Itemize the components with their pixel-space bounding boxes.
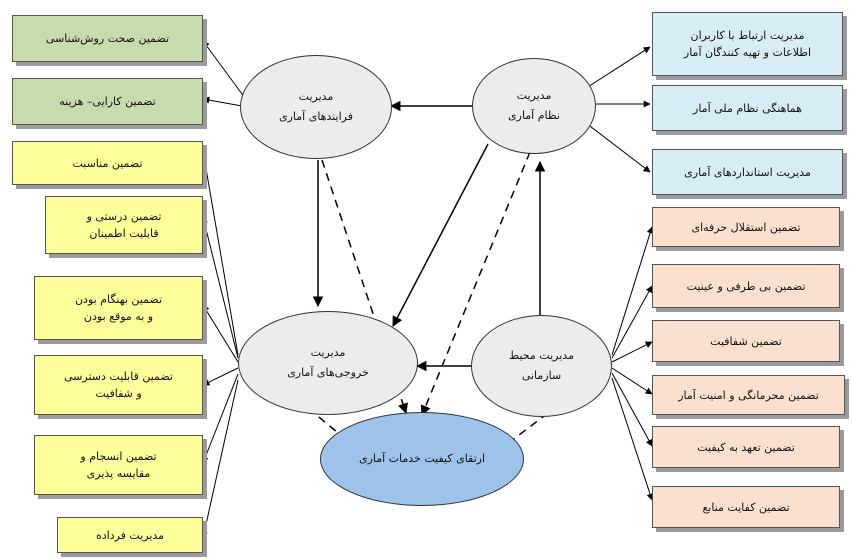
arrow-processes-to-cost-efficiency: [202, 96, 243, 107]
arrow-environment-to-confidentiality: [611, 367, 653, 395]
node-system-management: مدیریت نظام آماری: [472, 58, 596, 154]
node-output-management: مدیریت خروجی‌های آماری: [238, 311, 418, 415]
box-text: و شفافیت: [95, 387, 142, 400]
box-text: تضمین مناسبت: [72, 156, 143, 170]
box-text: و به موقع بودن: [83, 310, 154, 323]
box-text: تضمین درستی و: [86, 210, 162, 223]
box-text: تضمین کارایی– هزینه: [59, 95, 156, 108]
box-users: مدیریت ارتباط با کاربران اطلاعات و تهیه …: [652, 12, 843, 76]
node-label: ارتقای کیفیت خدمات آماری: [358, 452, 486, 465]
box-confidentiality: تضمین محرمانگی و امنیت آمار: [652, 375, 845, 415]
box-text: مدیریت ارتباط با کاربران: [690, 29, 805, 42]
node-environment-management: مدیریت محیط سازمانی: [471, 315, 612, 417]
arrow-outputs-to-center: [307, 407, 356, 448]
box-methodology: تضمین صحت روش‌شناسی: [12, 15, 203, 62]
arrow-environment-to-commitment: [611, 372, 653, 447]
arrow-system-to-users: [579, 46, 651, 93]
node-label: خروجی‌های آماری: [287, 366, 369, 379]
box-timeliness: تضمین بهنگام بودن و به موقع بودن: [34, 276, 203, 340]
box-text: تضمین صحت روش‌شناسی: [45, 32, 170, 45]
box-text: تضمین شفافیت: [710, 334, 782, 348]
box-text: مقایسه پذیری: [86, 467, 151, 480]
arrow-outputs-to-coherence: [202, 373, 239, 464]
box-text: تضمین انسجام و: [80, 450, 157, 463]
arrow-outputs-to-accuracy: [201, 216, 239, 359]
box-commitment: تضمین تعهد به کیفیت: [652, 426, 840, 468]
box-text: مدیریت فرداده: [95, 528, 165, 542]
box-text: تضمین استقلال حرفه‌ای: [691, 220, 801, 234]
node-label: مدیریت: [298, 90, 334, 103]
arrow-processes-to-methodology: [202, 40, 246, 99]
arrow-environment-to-independence: [611, 226, 654, 356]
box-text: اطلاعات و تهیه کنندگان آمار: [683, 46, 812, 59]
arrow-environment-to-impartiality: [611, 285, 653, 359]
node-label: نظام آماری: [508, 109, 560, 122]
node-label: سازمانی: [521, 369, 562, 382]
arrow-outputs-to-relevance: [200, 150, 239, 356]
arrow-system-to-outputs: [392, 143, 489, 327]
node-process-management: مدیریت فرایندهای آماری: [240, 55, 392, 159]
box-text: قابلیت اطمینان: [89, 227, 159, 240]
box-independence: تضمین استقلال حرفه‌ای: [652, 207, 840, 247]
box-text: مدیریت استانداردهای آماری: [684, 165, 811, 179]
box-coherence: تضمین انسجام و مقایسه پذیری: [34, 435, 203, 495]
arrow-outputs-to-timeliness: [202, 304, 239, 363]
box-cost-efficiency: تضمین کارایی– هزینه: [12, 78, 203, 125]
box-text: تضمین قابلیت دسترسی: [64, 370, 173, 383]
arrow-system-to-center: [420, 151, 531, 416]
box-impartiality: تضمین بی طرفی و عینیت: [652, 264, 840, 308]
arrow-outputs-to-metadata: [200, 379, 239, 539]
box-text: تضمین کفایت منابع: [702, 500, 790, 514]
node-label: مدیریت: [516, 89, 552, 102]
box-resources: تضمین کفایت منابع: [652, 486, 840, 528]
node-quality-improvement: ارتقای کیفیت خدمات آماری: [320, 412, 524, 506]
box-accessibility: تضمین قابلیت دسترسی و شفافیت: [34, 355, 203, 415]
node-label: فرایندهای آماری: [278, 110, 354, 123]
box-standards: مدیریت استانداردهای آماری: [652, 149, 843, 195]
arrow-environment-to-resources: [611, 377, 654, 501]
arrow-processes-to-center: [321, 159, 409, 414]
box-accuracy: تضمین درستی و قابلیت اطمینان: [45, 196, 203, 254]
arrow-environment-to-transparency: [611, 341, 653, 363]
arrow-outputs-to-accessibility: [202, 367, 239, 386]
arrow-system-to-standards: [581, 119, 651, 173]
box-text: هماهنگی نظام ملی آمار: [693, 101, 802, 115]
box-text: تضمین بهنگام بودن: [74, 293, 163, 306]
box-text: تضمین بی طرفی و عینیت: [686, 279, 806, 293]
box-text: تضمین محرمانگی و امنیت آمار: [678, 388, 819, 402]
box-transparency: تضمین شفافیت: [652, 320, 840, 362]
box-metadata: مدیریت فرداده: [57, 517, 203, 553]
node-label: مدیریت: [310, 346, 346, 359]
box-relevance: تضمین مناسبت: [12, 141, 203, 185]
node-label: مدیریت محیط: [509, 349, 574, 362]
box-text: تضمین تعهد به کیفیت: [697, 440, 795, 454]
box-coordination: هماهنگی نظام ملی آمار: [652, 85, 843, 131]
